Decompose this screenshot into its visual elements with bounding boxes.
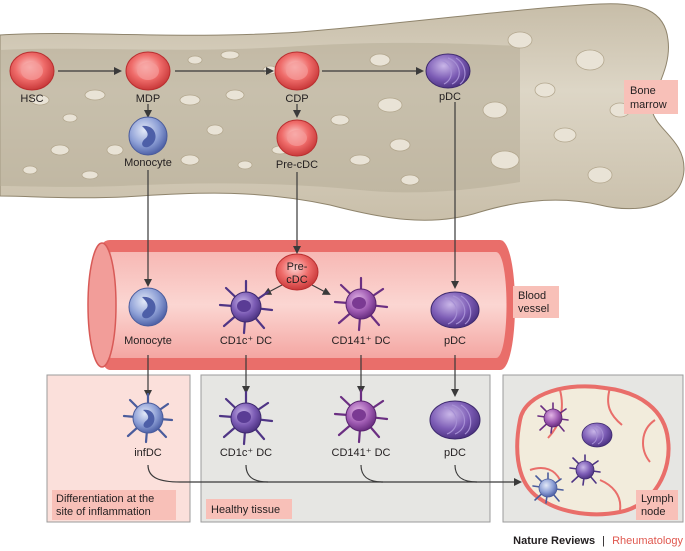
blood-vessel-label-box (513, 286, 559, 318)
bone-marrow-label-box (624, 80, 678, 114)
mdp-cell (125, 51, 171, 91)
inflammation-label-line1: Differentiation at the (56, 493, 154, 505)
bone-marrow-label-line1: Bone (630, 85, 656, 97)
inflammation-label-line2: site of inflammation (56, 506, 151, 518)
healthy-tissue-compartment: Healthy tissue (200, 374, 491, 523)
journal-credit: Nature Reviews | Rheumatology (513, 535, 683, 547)
cdp-cell (274, 51, 320, 91)
bone-marrow-compartment: Bone marrow (0, 3, 685, 221)
lymph-node-cd1c-cell (569, 454, 601, 486)
pre-cdc-marrow-cell (276, 119, 318, 157)
pre-cdc-blood-cell (275, 253, 319, 291)
cd141-dc-blood-label: CD141⁺ DC (332, 335, 391, 347)
pre-cdc-marrow-label: Pre-cDC (276, 159, 318, 171)
vessel-lumen (97, 252, 507, 358)
cd1c-dc-tissue-cell (218, 390, 274, 446)
healthy-tissue-box (200, 374, 491, 523)
credit-journal: Nature Reviews (513, 535, 595, 547)
cd141-dc-tissue-label: CD141⁺ DC (332, 447, 391, 459)
differentiation-arrows (58, 67, 522, 486)
lymph-node-pdc-cell (581, 422, 613, 448)
monocyte-blood-label: Monocyte (124, 335, 172, 347)
blood-vessel-label-line1: Blood (518, 290, 546, 302)
lymph-node-label-box (636, 490, 678, 520)
pdc-marrow-cell (425, 53, 471, 89)
pdc-blood-cell (430, 291, 480, 329)
cd141-dc-tissue-cell (333, 388, 389, 444)
cd1c-dc-blood-cell (218, 279, 274, 335)
lymph-node-infdc-cell (532, 472, 564, 504)
vessel-opening (87, 242, 117, 368)
lymph-node-label-line2: node (641, 506, 665, 518)
blood-vessel-compartment: Blood vessel (87, 240, 559, 370)
cd1c-dc-tissue-label: CD1c⁺ DC (220, 447, 272, 459)
mdp-label: MDP (136, 93, 160, 105)
lymph-node-compartment: Lymph node (502, 374, 684, 523)
infdc-cell (122, 392, 174, 444)
arrow-precdc-to-cd141 (311, 284, 331, 295)
svg-text:Nature Reviews | R: Nature Reviews | Rheumatology (513, 535, 683, 547)
credit-section: Rheumatology (612, 535, 683, 547)
lymph-node-cd141-cell (537, 402, 569, 434)
inflammation-label-box (52, 490, 176, 520)
cdp-label: CDP (285, 93, 308, 105)
pre-cdc-blood-label-line1: Pre- (287, 261, 308, 273)
hsc-label: HSC (20, 93, 43, 105)
credit-separator: | (602, 535, 605, 547)
cd141-dc-blood-cell (333, 276, 389, 332)
arrow-pdc-merge (454, 464, 478, 483)
pdc-tissue-label: pDC (444, 447, 466, 459)
healthy-tissue-label: Healthy tissue (211, 504, 280, 516)
monocyte-blood-cell (128, 287, 168, 327)
arrow-cd141-merge (360, 464, 384, 483)
inflammation-site-compartment: Differentiation at the site of inflammat… (46, 374, 191, 523)
trabecular-pores (22, 31, 631, 186)
arrow-cd1c-merge (245, 464, 269, 483)
pdc-marrow-label: pDC (439, 91, 461, 103)
healthy-tissue-label-box (206, 499, 292, 519)
bone-marrow-label-line2: marrow (630, 99, 667, 111)
cell-labels: HSC MDP CDP pDC Monocyte Pre-cDC Pre- cD… (20, 91, 466, 459)
hsc-cell (9, 51, 55, 91)
arrow-tissues-to-lymph-node (147, 464, 522, 486)
pdc-tissue-cell (429, 400, 481, 440)
infdc-label: infDC (134, 447, 162, 459)
monocyte-marrow-label: Monocyte (124, 157, 172, 169)
pre-cdc-blood-label-line2: cDC (286, 274, 307, 286)
monocyte-marrow-cell (128, 116, 168, 156)
blood-vessel-label-line2: vessel (518, 303, 549, 315)
pdc-blood-label: pDC (444, 335, 466, 347)
cd1c-dc-blood-label: CD1c⁺ DC (220, 335, 272, 347)
lymph-node-label-line1: Lymph (641, 493, 674, 505)
